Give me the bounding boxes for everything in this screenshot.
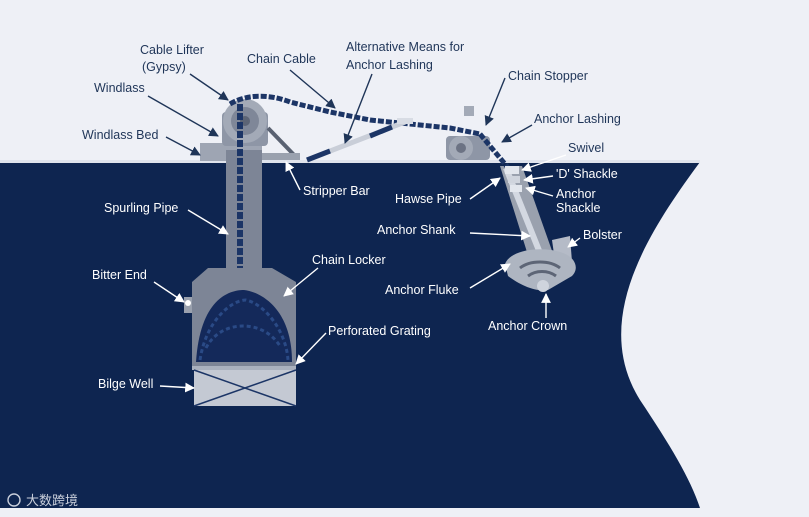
watermark-text: 大数跨境	[26, 494, 78, 509]
label-anchor-shank: Anchor Shank	[377, 223, 456, 237]
label-chain-locker: Chain Locker	[312, 253, 386, 267]
label-perforated-grating: Perforated Grating	[328, 324, 431, 338]
stripper-bar	[262, 126, 300, 160]
arrow-perforated-grating	[295, 332, 327, 365]
arrow-stripper-bar	[285, 161, 301, 191]
chain-cable-deck	[228, 93, 481, 137]
anchor-head	[505, 249, 576, 292]
swivel-and-shackles	[505, 166, 522, 192]
label-swivel: Swivel	[568, 141, 604, 155]
label-chain-stopper: Chain Stopper	[508, 69, 588, 83]
chain-locker	[192, 268, 296, 370]
label-bitter-end: Bitter End	[92, 268, 147, 282]
deck-line	[0, 160, 700, 163]
label-alt-means: Alternative Means for	[346, 40, 464, 54]
label-d-shackle: 'D' Shackle	[556, 167, 618, 181]
arrow-chain-stopper	[484, 77, 506, 126]
arrow-anchor-shackle	[525, 185, 554, 197]
spurling-pipe	[226, 150, 262, 270]
label-cable-lifter: Cable Lifter	[140, 43, 204, 57]
ship-hull	[0, 162, 700, 508]
label-chain-cable: Chain Cable	[247, 52, 316, 66]
windlass	[222, 99, 268, 146]
label-alt-means-lashing: Anchor Lashing	[346, 58, 433, 72]
arrow-cable-lifter	[189, 73, 229, 101]
arrow-alt-means	[343, 73, 373, 144]
chain-stopper	[446, 106, 490, 160]
bilge-well	[193, 369, 297, 407]
arrow-windlass-bed	[165, 136, 201, 156]
arrow-anchor-lashing	[501, 124, 533, 143]
arrow-chain-cable	[289, 69, 336, 109]
label-anchor-crown: Anchor Crown	[488, 319, 567, 333]
alternative-lashing-bar	[306, 118, 413, 163]
label-windlass: Windlass	[94, 81, 145, 95]
label-stripper-bar: Stripper Bar	[303, 184, 370, 198]
arrow-hawse-pipe	[469, 177, 501, 200]
bitter-end	[184, 297, 192, 313]
arrow-bolster	[567, 237, 581, 248]
arrow-anchor-fluke	[469, 263, 511, 289]
arrow-windlass	[147, 95, 219, 137]
arrow-bitter-end	[153, 281, 185, 303]
label-windlass-bed: Windlass Bed	[82, 128, 158, 142]
label-anchor-shackle-2: Shackle	[556, 201, 601, 215]
label-anchor-fluke: Anchor Fluke	[385, 283, 459, 297]
arrow-chain-locker	[283, 267, 319, 297]
arrow-swivel	[521, 154, 567, 172]
label-anchor-lashing: Anchor Lashing	[534, 112, 621, 126]
arrow-bilge-well	[159, 382, 195, 393]
label-bilge-well: Bilge Well	[98, 377, 153, 391]
label-anchor-shackle: Anchor	[556, 187, 596, 201]
label-cable-lifter-gypsy: (Gypsy)	[142, 60, 186, 74]
label-hawse-pipe: Hawse Pipe	[395, 192, 462, 206]
arrow-spurling-pipe	[187, 209, 229, 235]
arrow-d-shackle	[523, 173, 554, 184]
perforated-grating	[192, 366, 296, 370]
arrow-anchor-shank	[469, 230, 531, 241]
label-spurling-pipe: Spurling Pipe	[104, 201, 178, 215]
label-bolster: Bolster	[583, 228, 622, 242]
watermark: 大数跨境	[7, 493, 78, 509]
